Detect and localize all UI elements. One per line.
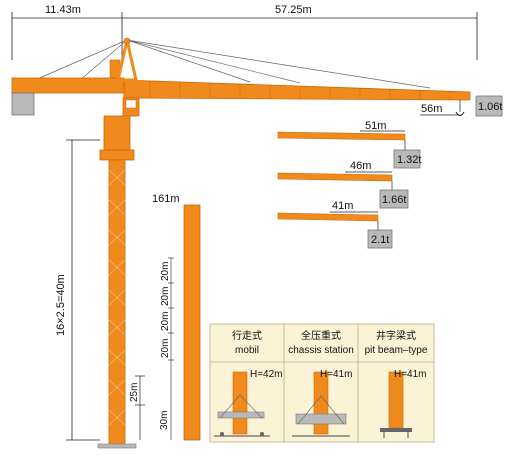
counterweight-block bbox=[11, 92, 35, 116]
weight-box bbox=[379, 189, 409, 209]
crane-cables bbox=[34, 39, 431, 89]
base-3-height: H=41m bbox=[394, 369, 427, 380]
base-3-title-cn: 井字梁式 bbox=[376, 329, 416, 342]
load-radius-label-3: 46m bbox=[350, 160, 371, 172]
base-2-height: H=41m bbox=[320, 369, 353, 380]
base-chassis-illustration bbox=[292, 371, 350, 437]
load-weight-label-1: 1.06t bbox=[478, 101, 502, 113]
climbing-frame bbox=[103, 115, 131, 153]
load-case-41m bbox=[277, 211, 393, 249]
tower-height-label: 16×2.5=40m bbox=[55, 274, 67, 336]
section-30m-label: 30m bbox=[159, 411, 170, 430]
base-1-title-en: mobil bbox=[235, 345, 259, 356]
counter-jib bbox=[11, 59, 125, 116]
weight-box bbox=[367, 229, 393, 249]
cab-window bbox=[125, 99, 137, 109]
mast-stack-total-label: 161m bbox=[152, 193, 180, 205]
tower-mast bbox=[97, 115, 137, 449]
base-pit-beam-illustration bbox=[380, 371, 412, 438]
mast-segment-label-3: 20m bbox=[160, 312, 171, 331]
mast-segment-label-1: 20m bbox=[160, 262, 171, 281]
base-1-height: H=42m bbox=[250, 369, 283, 380]
load-case-51m bbox=[277, 130, 421, 169]
top-dimension-line bbox=[11, 12, 478, 60]
tower-height-dimension bbox=[66, 139, 100, 441]
mast-segment-label-2: 20m bbox=[160, 287, 171, 306]
weight-box bbox=[393, 149, 421, 169]
weight-box bbox=[475, 95, 503, 117]
load-radius-label-1: 56m bbox=[421, 103, 442, 115]
mast-base-slab bbox=[97, 443, 137, 449]
section-25m-label: 25m bbox=[129, 383, 140, 402]
mast-stack bbox=[168, 204, 201, 441]
base-2-title-cn: 全压重式 bbox=[301, 329, 341, 342]
base-type-table bbox=[209, 323, 435, 443]
base-1-title-cn: 行走式 bbox=[232, 329, 262, 342]
mast-segment-label-4: 20m bbox=[160, 339, 171, 358]
counter-jib-length-label: 11.43m bbox=[45, 4, 81, 16]
load-radius-label-4: 41m bbox=[332, 200, 353, 212]
section-dimension-lines bbox=[135, 375, 145, 440]
load-weight-label-4: 2.1t bbox=[371, 234, 389, 246]
base-2-title-en: chassis station bbox=[288, 345, 354, 356]
jib-length-label: 57.25m bbox=[275, 4, 312, 16]
base-3-title-en: pit beam–type bbox=[365, 345, 428, 356]
load-case-56m bbox=[420, 95, 503, 117]
tower-head bbox=[116, 37, 140, 117]
load-case-46m bbox=[277, 171, 409, 209]
load-radius-label-2: 51m bbox=[365, 120, 386, 132]
main-jib bbox=[123, 79, 471, 101]
base-mobile-illustration bbox=[214, 371, 270, 437]
climbing-collar bbox=[99, 149, 135, 161]
load-weight-label-3: 1.66t bbox=[382, 194, 406, 206]
load-weight-label-2: 1.32t bbox=[397, 154, 421, 166]
